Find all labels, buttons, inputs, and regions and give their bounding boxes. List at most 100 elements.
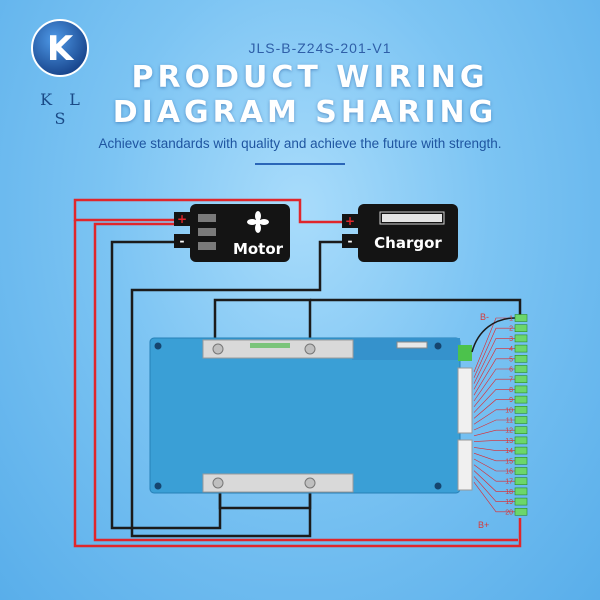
b-minus-wire [471,317,516,353]
b-plus-label: B+ [478,520,489,530]
battery-level-icon [379,211,445,225]
bms-board [149,337,473,494]
pin-number: 8 [509,387,513,394]
charger-label: Chargor [374,234,442,252]
pin-number: 10 [505,407,513,414]
motor-slot [198,214,216,222]
screw [212,477,224,489]
balance-wire [473,447,515,451]
balance-wire [473,476,515,502]
pin-header [396,341,428,349]
motor-device: + - Motor [174,204,290,262]
red-wire-outer [73,198,356,224]
balance-pin [514,314,528,322]
screw [304,343,316,355]
balance-wires [471,317,516,513]
logo-letter: K [47,29,75,69]
pin-number: 1 [509,316,513,323]
balance-wire [473,429,515,437]
fan-icon [247,211,269,233]
pin-number: 15 [505,458,513,465]
balance-wire [473,389,515,413]
pin-number: 2 [509,326,513,333]
balance-pin [514,416,528,424]
balance-pin [514,365,528,373]
balance-wire [473,482,515,513]
balance-wire [473,470,515,492]
pin-number: 7 [509,377,513,384]
white-connector [457,367,473,434]
motor-label: Motor [233,240,284,258]
balance-pin [514,324,528,333]
balance-wire [473,440,515,442]
balance-pin [514,426,528,435]
balance-pin [514,334,528,343]
pin-number: 13 [505,438,513,445]
motor-plus-sign: + [177,212,187,226]
model-number: JLS-B-Z24S-201-V1 [248,40,392,56]
balance-wire [473,338,515,384]
black-wire-motor [110,240,222,530]
trace [250,343,290,348]
copper-bar-top [202,339,354,359]
balance-wire [473,464,515,482]
pin-number: 6 [509,367,513,374]
mount-hole [154,342,162,350]
pin-number: 3 [509,336,513,343]
balance-pin [514,477,528,486]
balance-wire [473,399,515,419]
balance-pin [514,354,528,363]
balance-pin [514,446,528,455]
balance-wire [473,368,515,402]
balance-wire [473,358,515,396]
title-divider [255,163,345,165]
positive-wires [73,198,522,548]
mount-hole [434,482,442,490]
balance-wire [473,419,515,431]
green-connector [458,345,472,361]
balance-pin [514,375,528,384]
pin-number: 18 [505,489,513,496]
balance-pin [514,436,528,445]
pin-number: 11 [506,418,513,425]
black-wire-top [213,298,312,340]
balance-pin [514,344,528,353]
charger-body [358,204,458,262]
mount-hole [154,482,162,490]
board-body [149,337,461,494]
mount-hole [434,342,442,350]
motor-slot [198,228,216,236]
balance-pin [514,385,528,394]
balance-wire [473,327,515,378]
motor-plus-terminal [174,212,190,226]
balance-wire [473,409,515,425]
pin-number: 20 [505,509,513,516]
pin-number: 17 [505,479,513,486]
screw [304,477,316,489]
balance-pin [514,405,528,414]
balance-pin [514,467,528,475]
red-wire-return [73,220,522,548]
black-wire-bminus [310,298,522,315]
motor-minus-terminal [174,234,190,248]
pin-number: 12 [505,428,513,435]
charger-minus-terminal [342,234,358,248]
balance-wire [473,378,515,407]
charger-minus-sign: - [348,234,353,248]
balance-pin [514,487,528,496]
balance-wire [473,458,515,472]
tagline: Achieve standards with quality and achie… [98,136,502,151]
balance-wire [473,452,515,462]
pin-number: 4 [509,346,513,353]
red-wire-inner [93,222,518,542]
pin-number: 5 [509,356,513,363]
pin-number: 14 [505,448,513,455]
motor-slot [198,242,216,250]
pin-number: 19 [505,499,513,506]
charger-plus-terminal [342,214,358,228]
balance-pin [514,497,528,506]
b-minus-label: B- [480,312,489,322]
